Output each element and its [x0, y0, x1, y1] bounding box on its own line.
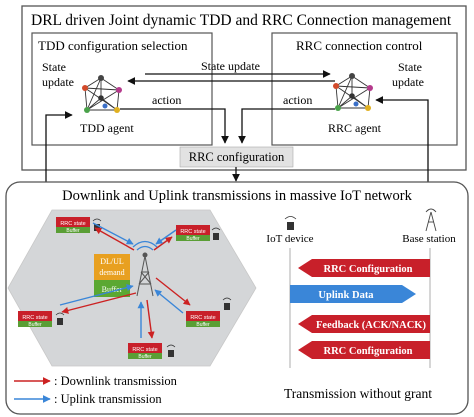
- rrc-action-arrow: [238, 108, 335, 144]
- device-buffer-label: Buffer: [138, 354, 152, 360]
- tdd-box-title: TDD configuration selection: [38, 38, 188, 53]
- network-title: Downlink and Uplink transmissions in mas…: [62, 188, 412, 204]
- rrc-state-update-line1: State: [398, 60, 422, 74]
- neural-network-icon: [333, 73, 373, 111]
- rrc-box-title: RRC connection control: [296, 38, 423, 53]
- cell-tower-icon: [132, 240, 158, 297]
- iot-device-icon: [213, 233, 219, 240]
- device-rrc-state-label: RRC state: [22, 315, 47, 321]
- uplink-arrow: [92, 222, 134, 245]
- iot-device-icon: [168, 350, 174, 357]
- iot-device-bottom: RRC state Buffer: [128, 343, 176, 360]
- iot-device-icon: [94, 224, 100, 231]
- downlink-arrow: [61, 292, 137, 314]
- uplink-arrow: [155, 229, 177, 245]
- base-station-buffer: DL/UL demand Buffer: [94, 254, 130, 297]
- iot-device-icon: [284, 216, 297, 230]
- legend: : Downlink transmission : Uplink transmi…: [14, 374, 178, 406]
- device-buffer-label: Buffer: [28, 322, 42, 328]
- sequence-message-bar: [312, 341, 430, 359]
- state-feedback-right: [375, 96, 429, 185]
- transmission-arrows: [59, 222, 191, 339]
- iot-device-right: RRC state Buffer: [186, 297, 232, 328]
- state-feedback-left: [45, 111, 73, 185]
- sequence-diagram: IoT device Base station RRC Configuratio…: [266, 208, 456, 401]
- rrc-configuration-label: RRC configuration: [189, 150, 285, 164]
- iot-device-top-left: RRC state Buffer: [56, 217, 102, 234]
- tdd-state-update-line1: State: [42, 60, 66, 74]
- uplink-arrow: [59, 284, 134, 306]
- rrc-agent-label: RRC agent: [328, 121, 382, 135]
- downlink-arrow: [155, 277, 191, 306]
- sequence-caption: Transmission without grant: [284, 386, 432, 401]
- downlink-arrow: [94, 227, 135, 251]
- sequence-base-station-label: Base station: [402, 233, 456, 245]
- sequence-message-label: RRC Configuration: [324, 264, 413, 275]
- device-rrc-state-label: RRC state: [132, 347, 157, 353]
- tdd-box: [31, 32, 213, 146]
- device-buffer-label: Buffer: [186, 236, 200, 242]
- downlink-arrow: [146, 299, 155, 339]
- tdd-agent-label: TDD agent: [80, 121, 134, 135]
- tdd-action-arrow: [120, 108, 229, 144]
- diagram-title: DRL driven Joint dynamic TDD and RRC Con…: [31, 12, 452, 29]
- iot-device-icon: [57, 318, 63, 325]
- device-buffer-label: Buffer: [66, 228, 80, 234]
- sequence-message-bar: [312, 315, 430, 333]
- bs-demand-line1: DL/UL: [100, 257, 124, 266]
- cell-tower-icon: [425, 208, 437, 232]
- sequence-iot-device-label: IoT device: [266, 233, 313, 245]
- iot-device-top-right: RRC state Buffer: [176, 225, 221, 242]
- legend-downlink-label: : Downlink transmission: [54, 374, 178, 388]
- iot-device-icon: [224, 303, 230, 310]
- device-rrc-state-label: RRC state: [60, 221, 85, 227]
- uplink-arrow: [154, 289, 184, 314]
- legend-uplink-label: : Uplink transmission: [54, 392, 162, 406]
- rrc-action-label: action: [283, 93, 312, 107]
- rrc-box: [271, 32, 458, 146]
- bs-demand-line2: demand: [99, 268, 124, 277]
- sequence-message-label: Uplink Data: [318, 290, 374, 301]
- sequence-message-bar: [290, 285, 402, 303]
- iot-device-left: RRC state Buffer: [18, 311, 65, 328]
- sequence-message-label: RRC Configuration: [324, 346, 413, 357]
- bs-buffer-label: Buffer: [102, 285, 123, 294]
- device-rrc-state-label: RRC state: [180, 229, 205, 235]
- sequence-message-label: Feedback (ACK/NACK): [316, 320, 426, 331]
- tdd-state-update-line2: update: [42, 75, 74, 89]
- device-rrc-state-label: RRC state: [190, 315, 215, 321]
- tdd-action-label: action: [152, 93, 181, 107]
- rrc-state-update-line2: update: [392, 75, 424, 89]
- middle-state-update-label: State update: [201, 59, 260, 73]
- sequence-message-bar: [312, 259, 430, 277]
- neural-network-icon: [82, 75, 122, 113]
- device-buffer-label: Buffer: [196, 322, 210, 328]
